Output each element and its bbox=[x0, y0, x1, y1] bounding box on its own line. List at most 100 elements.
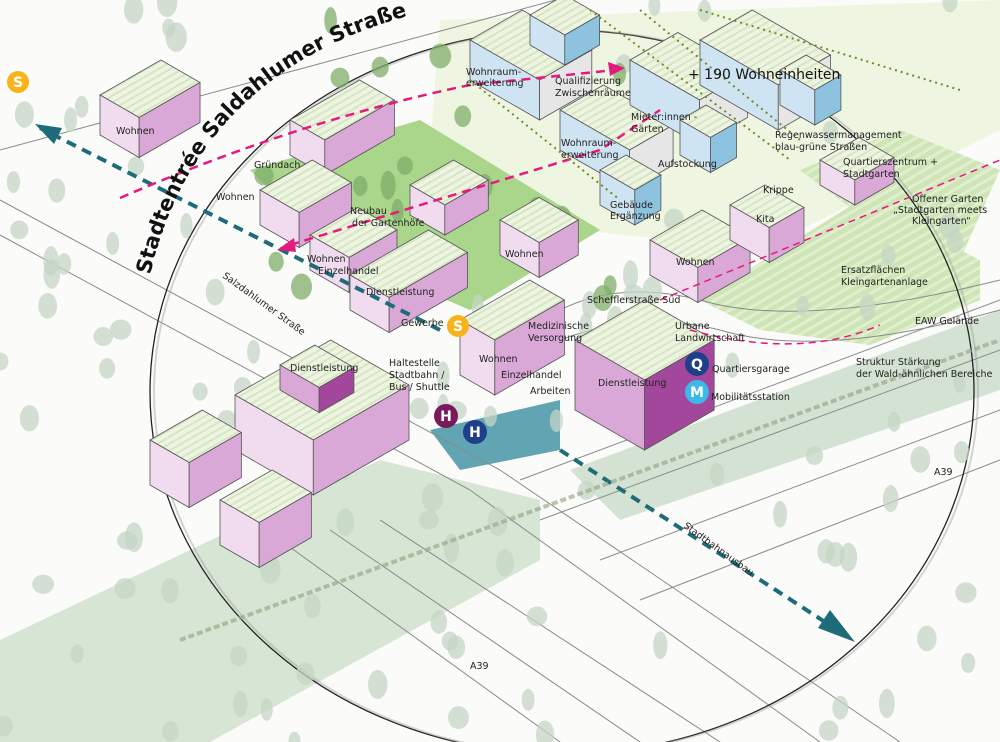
tree-icon bbox=[192, 382, 208, 401]
tree-icon bbox=[436, 361, 450, 391]
label-mobilitaetsstation: Mobilitätsstation bbox=[711, 392, 790, 403]
arrow-head-east-icon bbox=[818, 610, 855, 642]
svg-text:S: S bbox=[453, 319, 463, 335]
label-eaw: EAW Gelände bbox=[915, 316, 979, 327]
label-gebaeude: Gebäude bbox=[610, 200, 653, 211]
building-gebaeude bbox=[599, 154, 662, 226]
tree-icon bbox=[156, 0, 178, 18]
tree-icon bbox=[10, 220, 29, 240]
label-regen: Regenwassermanagement bbox=[775, 130, 902, 141]
s-bahn-icon-nw[interactable]: S bbox=[7, 71, 29, 93]
tram-line-east bbox=[558, 448, 847, 637]
label-ersatz: Kleingartenanlage bbox=[841, 277, 928, 288]
tree-icon bbox=[233, 690, 248, 718]
label-offener-garten: Offener Garten bbox=[912, 194, 983, 205]
label-urbane: Landwirtschaft bbox=[675, 333, 745, 344]
tree-icon bbox=[878, 688, 895, 719]
building bbox=[219, 469, 313, 569]
quartiersgarage-icon[interactable]: Q bbox=[685, 352, 709, 376]
tree-icon bbox=[123, 0, 144, 24]
label-wohnen: Wohnen bbox=[479, 354, 518, 365]
tree-icon bbox=[697, 0, 712, 22]
tree-icon bbox=[371, 56, 389, 78]
tree-icon bbox=[955, 582, 977, 604]
tree-icon bbox=[0, 715, 13, 737]
tree-icon bbox=[882, 485, 899, 513]
building-housing bbox=[529, 0, 601, 66]
label-neubau: der Gartenhöfe bbox=[352, 218, 425, 229]
tree-icon bbox=[526, 606, 548, 627]
tree-icon bbox=[296, 662, 315, 685]
tree-icon bbox=[391, 198, 404, 223]
tree-icon bbox=[336, 508, 355, 537]
building-wohnen-nw bbox=[99, 59, 201, 159]
label-dienstleistung: Dienstleistung bbox=[366, 287, 434, 298]
tree-icon bbox=[14, 101, 34, 128]
label-a39: A39 bbox=[470, 661, 489, 672]
tree-icon bbox=[180, 212, 193, 239]
tree-icon bbox=[125, 522, 143, 552]
svg-text:H: H bbox=[469, 425, 481, 441]
tree-icon bbox=[603, 275, 617, 295]
building-aufstockung bbox=[679, 104, 738, 174]
tree-icon bbox=[938, 212, 960, 239]
label-struktur: der Wald-ähnlichen Bereiche bbox=[856, 369, 993, 380]
tree-icon bbox=[832, 695, 849, 720]
tree-icon bbox=[447, 706, 469, 730]
tree-icon bbox=[162, 720, 179, 742]
tree-icon bbox=[43, 246, 59, 276]
tree-icon bbox=[230, 645, 248, 667]
label-wohnen: Wohnen bbox=[505, 249, 544, 260]
tree-icon bbox=[709, 463, 725, 486]
tree-icon bbox=[953, 370, 966, 394]
label-arbeiten: Arbeiten bbox=[530, 386, 571, 397]
tree-icon bbox=[642, 276, 663, 305]
tree-icon bbox=[653, 631, 668, 660]
label-med: Versorgung bbox=[528, 333, 582, 344]
label-wohnraum: Wohnraum- bbox=[561, 138, 616, 149]
tree-icon bbox=[247, 339, 261, 364]
building-kita bbox=[729, 184, 805, 264]
s-bahn-icon[interactable]: S bbox=[447, 315, 469, 337]
tree-icon bbox=[725, 352, 740, 378]
tree-icon bbox=[549, 409, 564, 433]
tree-icon bbox=[330, 67, 350, 88]
label-street-scheffler: Schefflerstraße Süd bbox=[587, 295, 680, 306]
tree-icon bbox=[162, 18, 176, 37]
label-mieter: Mieter:innen - bbox=[631, 112, 697, 123]
label-struktur: Struktur Stärkung bbox=[856, 357, 941, 368]
tree-icon bbox=[441, 631, 459, 651]
tree-icon bbox=[93, 327, 114, 346]
tree-icon bbox=[535, 720, 555, 742]
tree-icon bbox=[496, 549, 514, 577]
label-kita: Kita bbox=[756, 214, 774, 225]
tree-icon bbox=[887, 411, 901, 432]
tree-icon bbox=[429, 43, 452, 69]
tram-stop-platform bbox=[430, 400, 560, 470]
building-quartierszentrum bbox=[819, 137, 895, 206]
label-wohneinheiten: + 190 Wohneinheiten bbox=[688, 67, 840, 83]
tree-icon bbox=[114, 577, 136, 600]
mobilitaet-icon[interactable]: M bbox=[685, 380, 709, 404]
tree-icon bbox=[825, 541, 845, 567]
tree-icon bbox=[773, 500, 788, 528]
label-gewerbe: Gewerbe bbox=[401, 318, 444, 329]
svg-text:S: S bbox=[13, 75, 23, 91]
tree-icon bbox=[260, 698, 273, 721]
label-quartiersgarage: Quartiersgarage bbox=[712, 364, 790, 375]
tree-icon bbox=[648, 0, 661, 16]
tree-icon bbox=[64, 107, 77, 133]
building-wohnen bbox=[499, 197, 580, 279]
haltestelle-bus-icon[interactable]: H bbox=[463, 420, 487, 444]
building-mixed bbox=[459, 279, 566, 396]
tram-line-west bbox=[39, 126, 441, 332]
label-einzelhandel: Einzelhandel bbox=[501, 370, 562, 381]
tree-icon bbox=[581, 291, 597, 319]
tree-icon bbox=[48, 178, 66, 203]
tree-icon bbox=[942, 0, 958, 13]
tree-icon bbox=[396, 156, 413, 175]
haltestelle-icon[interactable]: H bbox=[434, 404, 458, 428]
building bbox=[149, 409, 243, 509]
